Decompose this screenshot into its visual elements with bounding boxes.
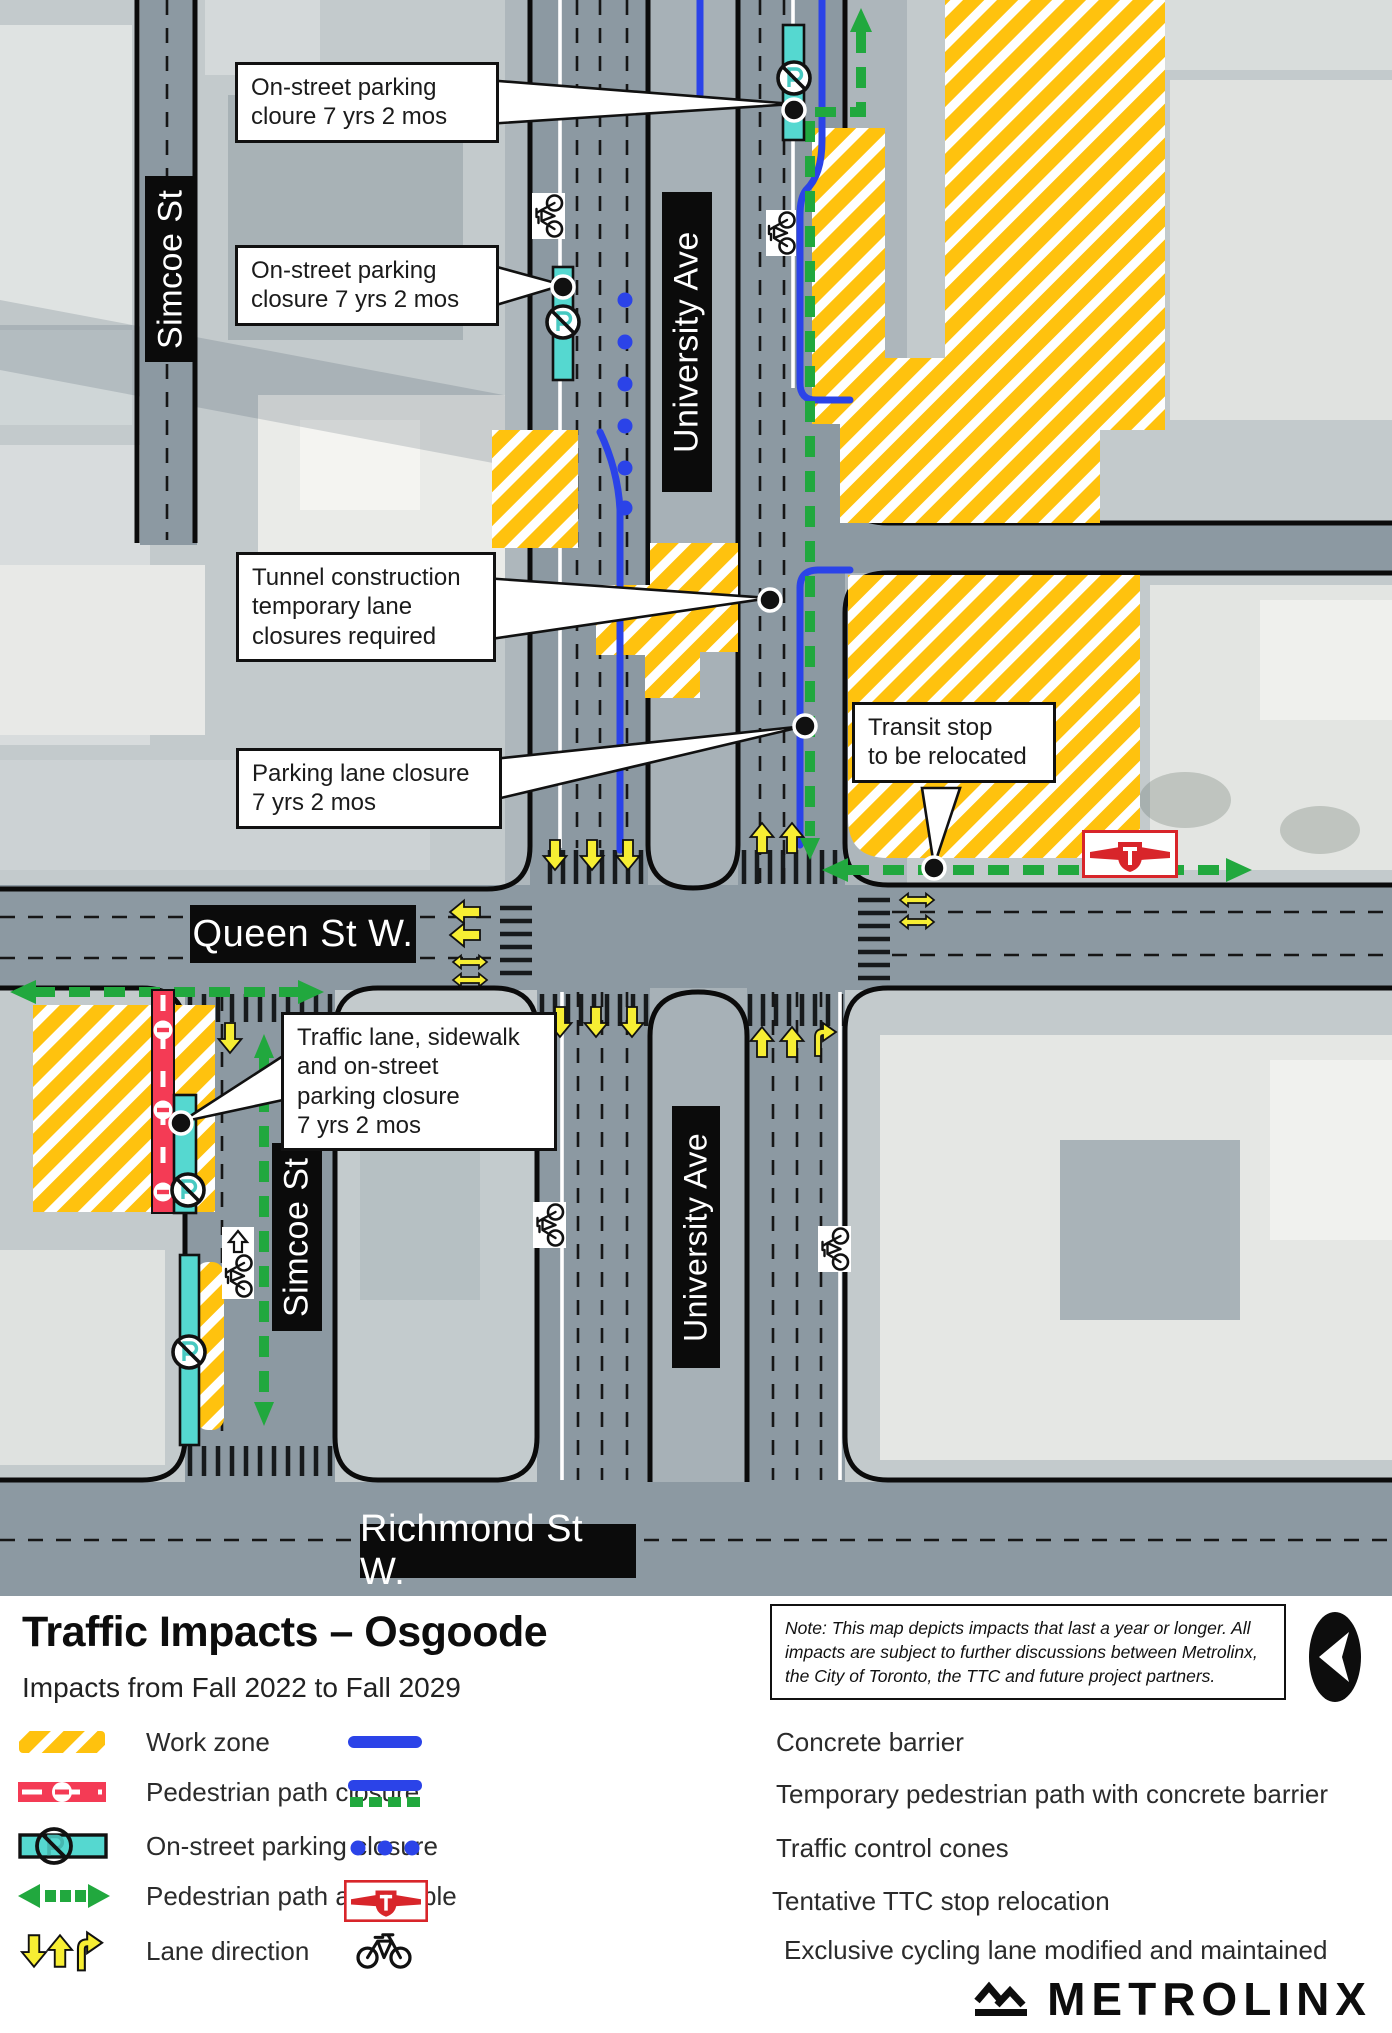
street-label-queen-st-w: Queen St W. (190, 905, 416, 963)
no-parking-icon (776, 60, 812, 96)
legend-row-on-street-parking-closure: On-street parking closure (18, 1826, 438, 1866)
metrolinx-wordmark: METROLINX (1047, 1973, 1372, 2025)
street-label-university-ave-south: University Ave (672, 1106, 720, 1368)
legend-label: Traffic control cones (776, 1832, 1009, 1863)
callout-leaders (168, 78, 962, 1136)
bike-icon (818, 1226, 851, 1272)
legend-label: Exclusive cycling lane modified and main… (784, 1934, 1328, 1965)
legend-label: Temporary pedestrian path with concrete … (776, 1778, 1329, 1809)
on-street-parking-closure-icon (18, 1827, 108, 1865)
legend-label: Concrete barrier (776, 1726, 964, 1757)
metrolinx-brand: METROLINX (973, 1972, 1372, 2026)
temporary-pedestrian-path-icon (348, 1780, 422, 1807)
metrolinx-logo-icon (974, 1981, 1028, 2016)
legend-row-temporary-pedestrian-path: Temporary pedestrian path with concrete … (348, 1778, 1328, 1810)
street-label-richmond-st-w: Richmond St W. (360, 1508, 636, 1593)
legend-row-pedestrian-path-accessible: Pedestrian path accessible (18, 1881, 457, 1911)
north-arrow-icon (1309, 1612, 1361, 1702)
no-parking-icon (545, 304, 581, 340)
legend-row-traffic-control-cones: Traffic control cones (348, 1833, 1009, 1863)
note-box: Note: This map depicts impacts that last… (770, 1604, 1286, 1701)
legend-label: Tentative TTC stop relocation (772, 1885, 1110, 1916)
cycling-lane-icon (356, 1933, 412, 1969)
lane-direction-icon (19, 1930, 104, 1972)
bike-lane-icons (222, 193, 851, 1299)
callout-on-street-parking-closure-top: On-street parking cloure 7 yrs 2 mos (235, 62, 499, 143)
bike-icon (766, 210, 796, 256)
callout-on-street-parking-closure-mid: On-street parking closure 7 yrs 2 mos (235, 245, 499, 326)
callout-transit-stop-relocated: Transit stop to be relocated (852, 702, 1056, 783)
footer: Traffic Impacts – Osgoode Impacts from F… (0, 1596, 1392, 2033)
callout-traffic-lane-sidewalk-closure: Traffic lane, sidewalk and on-street par… (281, 1012, 557, 1152)
legend-label: Lane direction (146, 1935, 310, 1966)
legend-row-lane-direction: Lane direction (18, 1926, 309, 1976)
bike-icon (533, 1202, 566, 1248)
work-zone-icon (19, 1731, 105, 1753)
bike-icon-with-arrow (222, 1227, 254, 1299)
legend-row-pedestrian-path-closure: Pedestrian path closure (18, 1777, 419, 1807)
legend-row-concrete-barrier: Concrete barrier (348, 1727, 964, 1757)
page-subtitle: Impacts from Fall 2022 to Fall 2029 (22, 1672, 461, 1703)
traffic-cones (617, 292, 633, 516)
street-label-university-ave-north: University Ave (662, 192, 712, 492)
callout-tunnel-construction: Tunnel construction temporary lane closu… (236, 552, 496, 662)
no-parking-icon (171, 1334, 207, 1370)
traffic-control-cones-icon (350, 1840, 420, 1856)
callout-parking-lane-closure: Parking lane closure 7 yrs 2 mos (236, 748, 502, 829)
street-label-simcoe-st-south: Simcoe St (272, 1143, 322, 1331)
page-title: Traffic Impacts – Osgoode (22, 1608, 548, 1656)
ttc-stop-icon (1082, 830, 1178, 878)
street-label-simcoe-st-north: Simcoe St (145, 176, 197, 362)
legend-row-work-zone: Work zone (18, 1727, 270, 1757)
no-parking-icon (170, 1172, 206, 1208)
legend-row-ttc-stop-relocation: Tentative TTC stop relocation (344, 1878, 1110, 1924)
legend-row-exclusive-cycling-lane: Exclusive cycling lane modified and main… (356, 1932, 1327, 1969)
concrete-barrier-icon (348, 1736, 422, 1748)
ttc-stop-relocation-icon (344, 1880, 428, 1922)
legend-label: Work zone (146, 1726, 270, 1757)
pedestrian-path-closure-icon (18, 1782, 106, 1802)
pedestrian-path-accessible-icon (18, 1884, 110, 1908)
bike-icon (532, 193, 565, 239)
